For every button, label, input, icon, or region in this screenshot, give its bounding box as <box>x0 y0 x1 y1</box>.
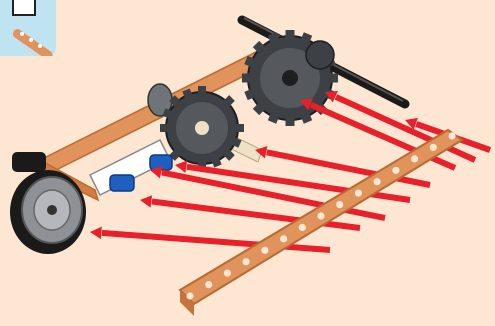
beam-hole <box>448 132 455 139</box>
beam-hole <box>392 167 399 174</box>
beam-hole <box>317 212 324 219</box>
blue-pin-left <box>110 175 134 191</box>
beam-hole <box>336 201 343 208</box>
gear-small-rear <box>306 41 334 69</box>
beam-hole <box>355 190 362 197</box>
beam-hole <box>430 144 437 151</box>
beam-hole <box>243 258 250 265</box>
beam-hole <box>299 224 306 231</box>
beam-hole <box>224 270 231 277</box>
beam-hole <box>205 281 212 288</box>
beam-hole <box>280 235 287 242</box>
beam-hole <box>374 178 381 185</box>
black-pin <box>12 152 46 172</box>
wheel <box>10 170 86 254</box>
beam-hole <box>411 155 418 162</box>
beam-hole <box>261 247 268 254</box>
gear-large-front <box>160 86 244 170</box>
beam-hole <box>186 292 193 299</box>
